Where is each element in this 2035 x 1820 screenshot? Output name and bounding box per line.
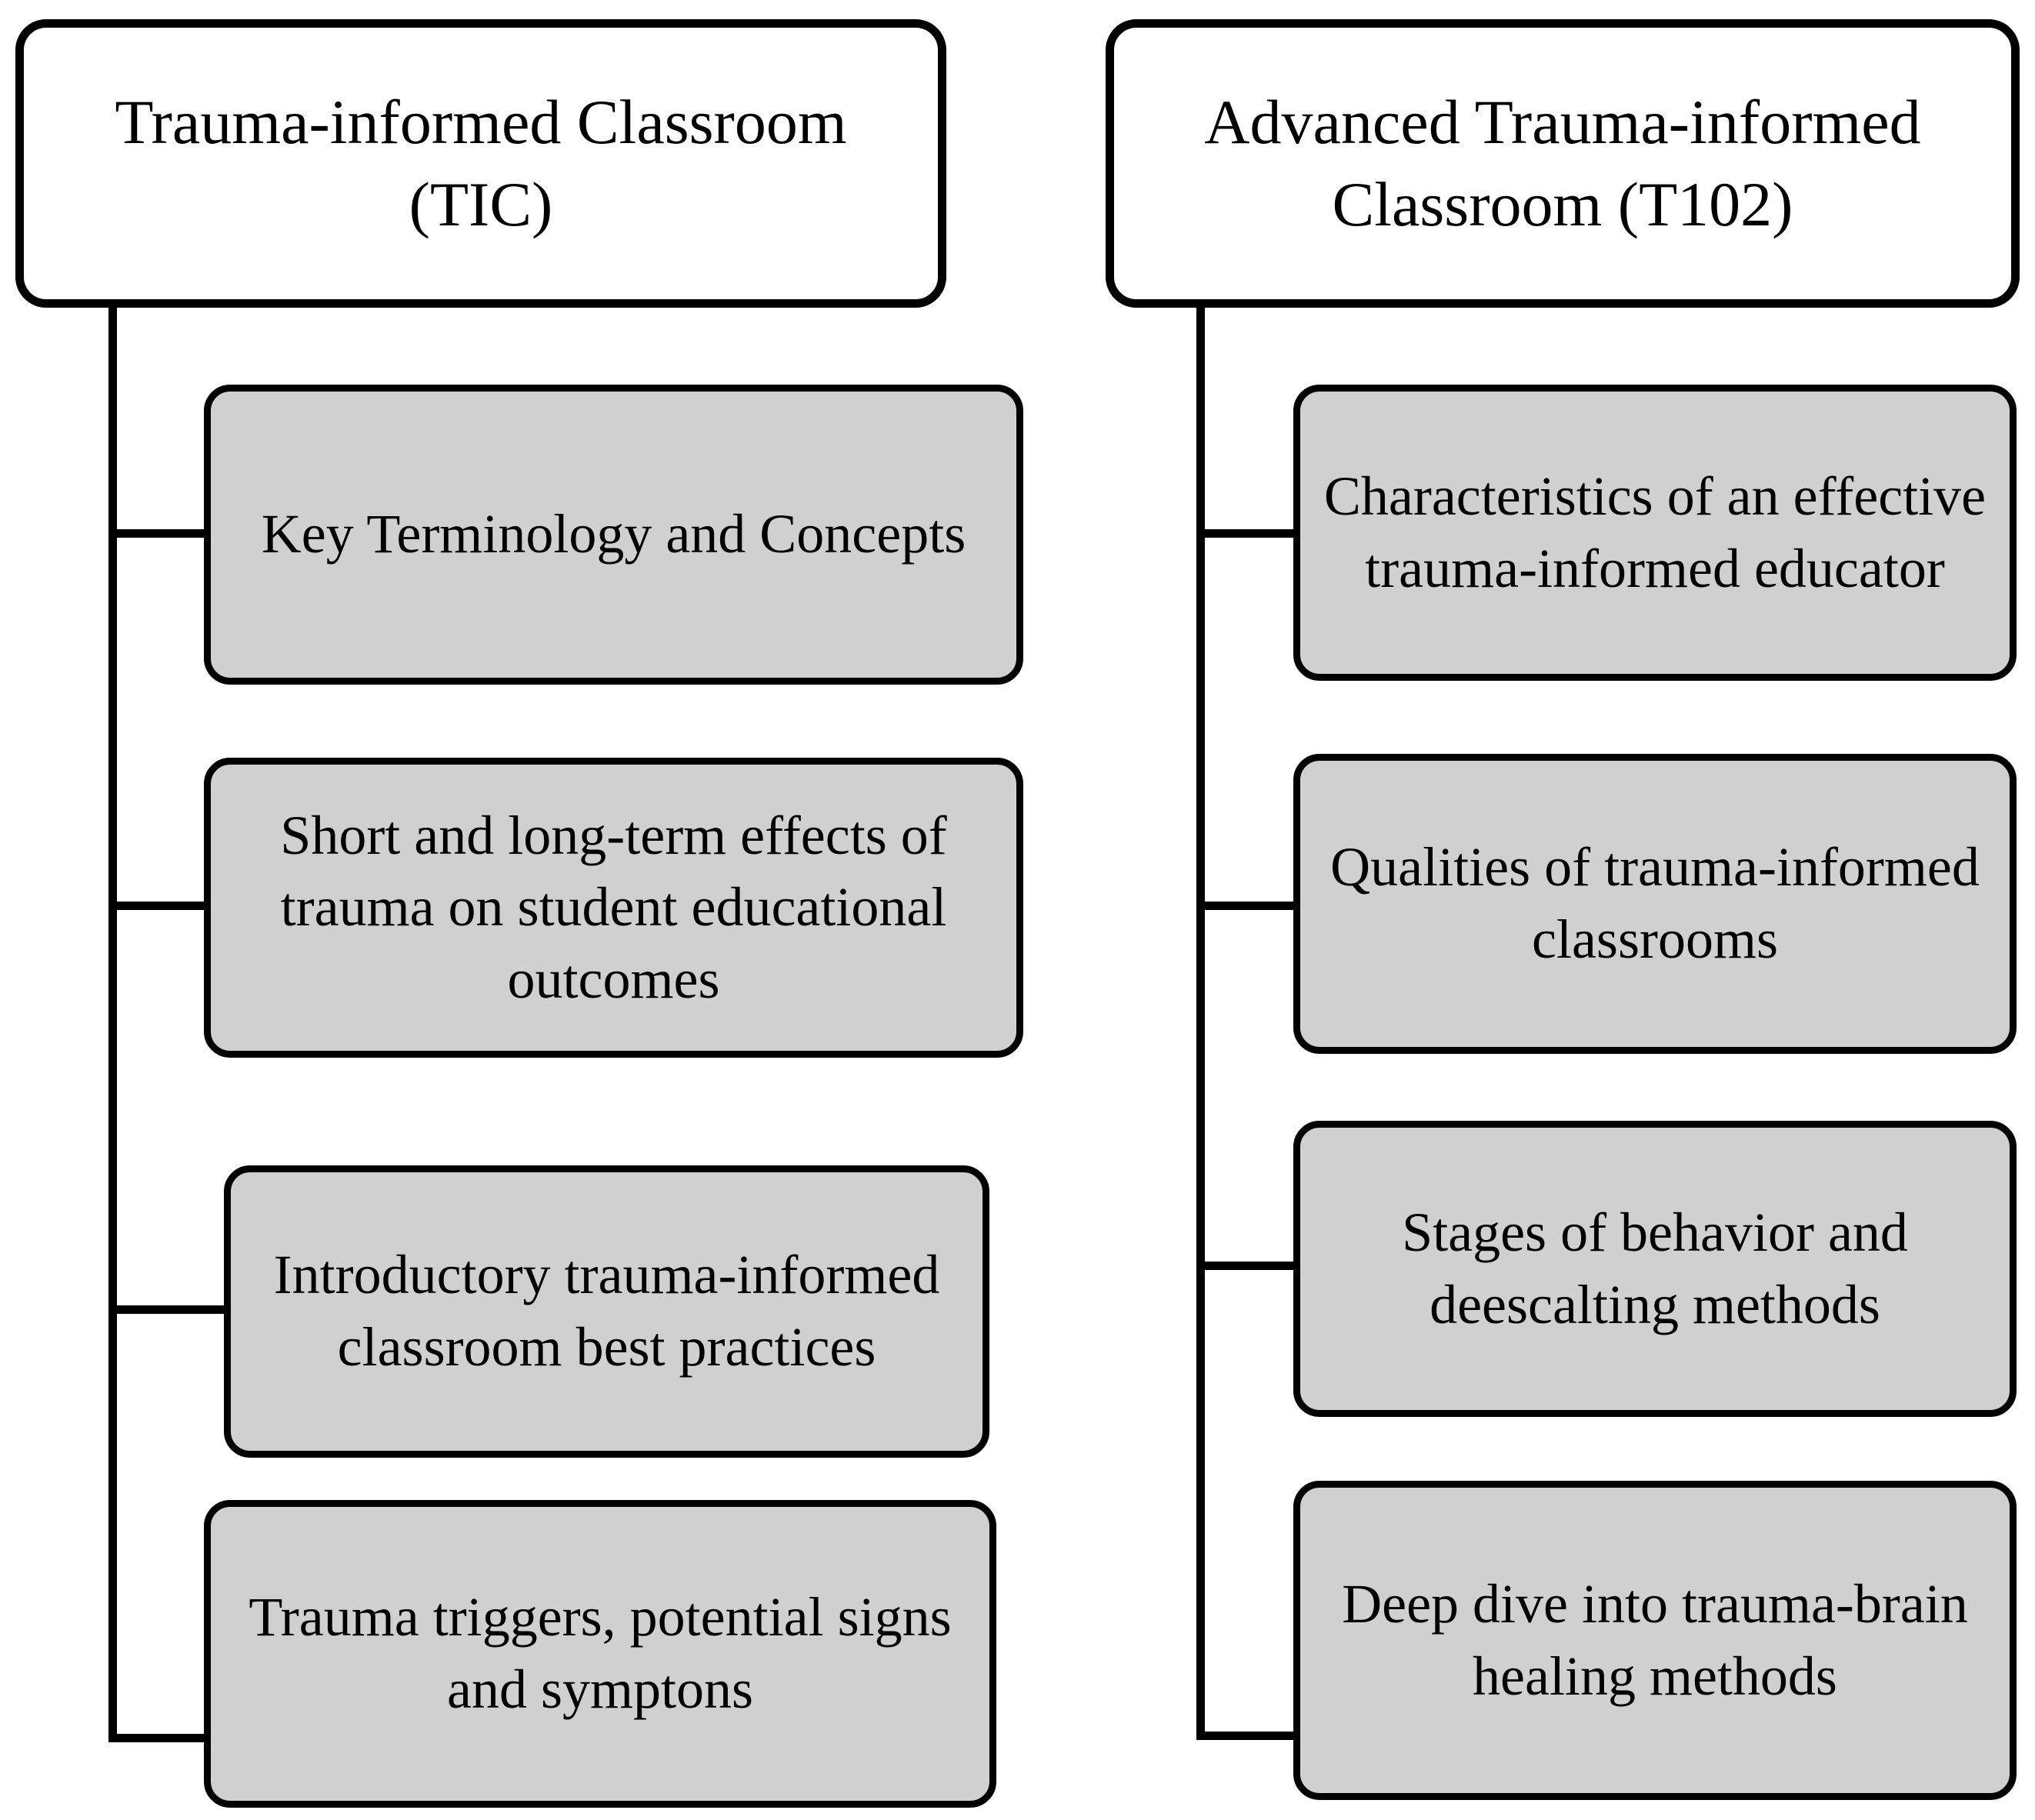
header-node-t102[interactable]: Advanced Trauma-informed Classroom (T102…	[1106, 19, 2020, 308]
child-node-tic-3[interactable]: Introductory trauma-informed classroom b…	[224, 1165, 989, 1458]
child-node-t102-1-label: Characteristics of an effective trauma-i…	[1323, 465, 1987, 599]
child-node-tic-3-label: Introductory trauma-informed classroom b…	[273, 1244, 940, 1378]
connector-trunk-tic	[108, 308, 117, 1742]
connector-branch-t102-3	[1196, 1262, 1301, 1270]
connector-branch-tic-3	[108, 1305, 230, 1314]
connector-branch-tic-1	[108, 529, 210, 538]
connector-trunk-t102	[1196, 308, 1205, 1740]
connector-branch-t102-2	[1196, 902, 1301, 910]
connector-branch-tic-2	[108, 902, 210, 910]
child-node-t102-4-label: Deep dive into trauma-brain healing meth…	[1342, 1572, 1968, 1707]
connector-branch-tic-4	[108, 1734, 210, 1742]
child-node-t102-3-label: Stages of behavior and deescalting metho…	[1402, 1201, 1908, 1335]
child-node-t102-2[interactable]: Qualities of trauma-informed classrooms	[1293, 754, 2017, 1054]
connector-branch-t102-1	[1196, 529, 1301, 538]
child-node-tic-1-label: Key Terminology and Concepts	[261, 503, 966, 565]
child-node-tic-4[interactable]: Trauma triggers, potential signs and sym…	[204, 1500, 996, 1808]
child-node-t102-4[interactable]: Deep dive into trauma-brain healing meth…	[1293, 1481, 2017, 1800]
child-node-t102-1[interactable]: Characteristics of an effective trauma-i…	[1293, 385, 2017, 681]
header-node-t102-label: Advanced Trauma-informed Classroom (T102…	[1204, 86, 1921, 239]
child-node-tic-2-label: Short and long-term effects of trauma on…	[280, 804, 947, 1010]
child-node-tic-2[interactable]: Short and long-term effects of trauma on…	[204, 758, 1023, 1058]
connector-branch-t102-4	[1196, 1732, 1301, 1740]
child-node-t102-2-label: Qualities of trauma-informed classrooms	[1330, 836, 1980, 970]
child-node-tic-1[interactable]: Key Terminology and Concepts	[204, 385, 1023, 685]
header-node-tic-label: Trauma-informed Classroom (TIC)	[115, 86, 847, 239]
header-node-tic[interactable]: Trauma-informed Classroom (TIC)	[15, 19, 946, 308]
child-node-t102-3[interactable]: Stages of behavior and deescalting metho…	[1293, 1121, 2017, 1417]
child-node-tic-4-label: Trauma triggers, potential signs and sym…	[249, 1586, 952, 1720]
